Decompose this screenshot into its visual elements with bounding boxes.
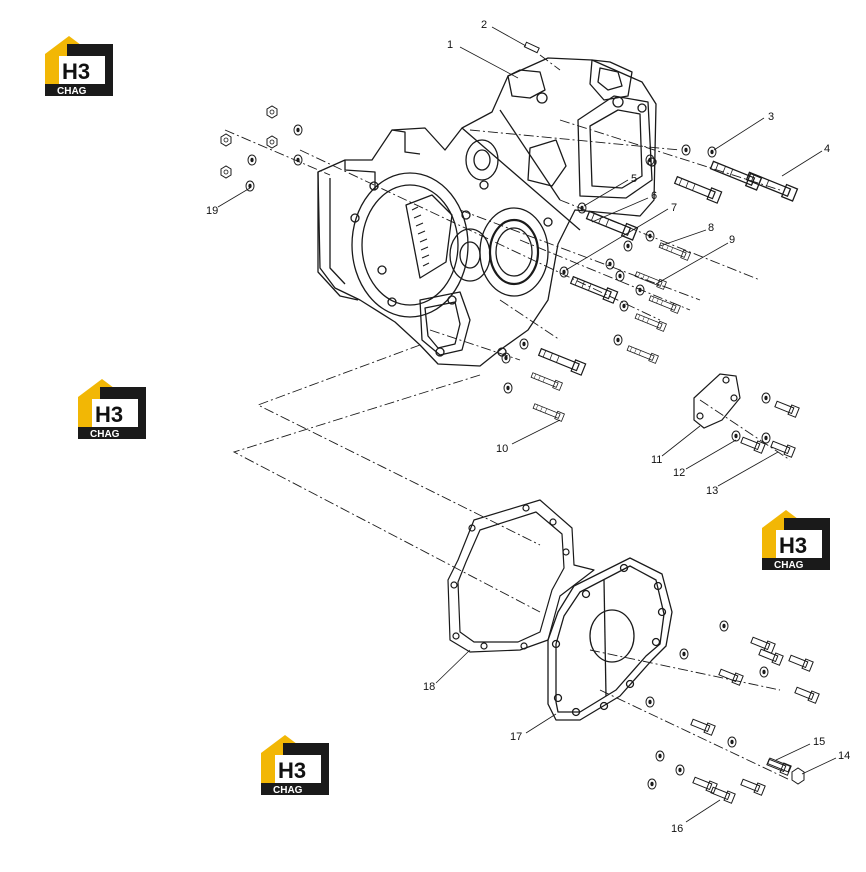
callout-18: 18 bbox=[423, 681, 435, 693]
logo-text: CHAG bbox=[774, 560, 804, 571]
callout-1: 1 bbox=[447, 39, 453, 51]
watermark-logo: H3 CHAG bbox=[45, 36, 113, 97]
callout-13: 13 bbox=[706, 485, 718, 497]
dowel-pin bbox=[523, 41, 540, 54]
small-cover-plate bbox=[693, 373, 741, 429]
logo-text: CHAG bbox=[90, 429, 120, 440]
callout-16: 16 bbox=[671, 823, 683, 835]
callout-4: 4 bbox=[824, 143, 830, 155]
leader-lines bbox=[217, 26, 837, 823]
gear-housing bbox=[317, 57, 657, 367]
callout-3: 3 bbox=[768, 111, 774, 123]
front-cover bbox=[547, 557, 673, 721]
nut-set bbox=[220, 105, 303, 192]
logo-mark: H3 bbox=[779, 533, 807, 558]
cover-gasket bbox=[447, 499, 595, 653]
assembly-lines bbox=[224, 54, 791, 781]
callout-19: 19 bbox=[206, 205, 218, 217]
watermark-logo: H3 CHAG bbox=[78, 379, 146, 440]
callout-7: 7 bbox=[671, 202, 677, 214]
watermark-logo: H3 CHAG bbox=[261, 735, 329, 796]
callout-14: 14 bbox=[838, 750, 850, 762]
watermark-logo: H3 CHAG bbox=[762, 510, 830, 571]
callout-2: 2 bbox=[481, 19, 487, 31]
callout-9: 9 bbox=[729, 234, 735, 246]
callout-8: 8 bbox=[708, 222, 714, 234]
bolts bbox=[530, 158, 820, 804]
callout-labels: 1 2 3 4 5 6 7 8 9 10 11 12 13 14 15 16 1… bbox=[206, 19, 850, 835]
logo-mark: H3 bbox=[62, 59, 90, 84]
callout-17: 17 bbox=[510, 731, 522, 743]
logo-mark: H3 bbox=[95, 402, 123, 427]
callout-10: 10 bbox=[496, 443, 508, 455]
callout-15: 15 bbox=[813, 736, 825, 748]
stud-and-nut bbox=[767, 757, 805, 785]
callout-12: 12 bbox=[673, 467, 685, 479]
callout-5: 5 bbox=[631, 173, 637, 185]
callout-11: 11 bbox=[651, 454, 662, 466]
logo-text: CHAG bbox=[57, 86, 87, 97]
callout-6: 6 bbox=[651, 190, 657, 202]
logo-mark: H3 bbox=[278, 758, 306, 783]
logo-text: CHAG bbox=[273, 785, 303, 796]
